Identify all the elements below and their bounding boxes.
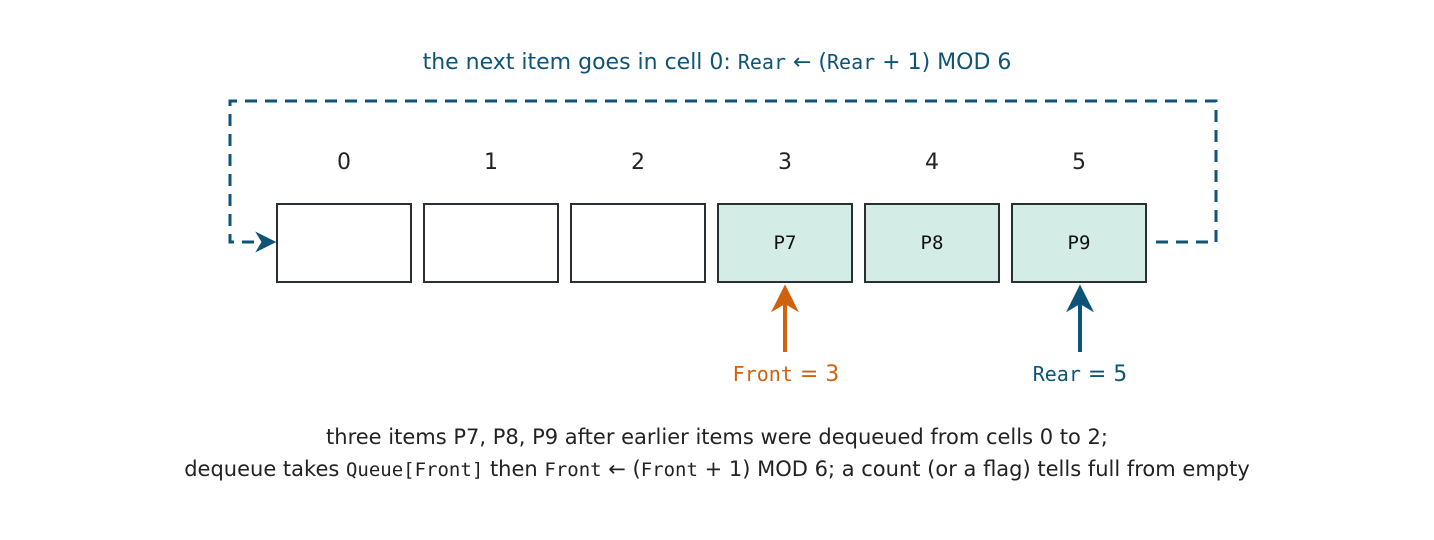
caption-text: then [483,457,545,481]
wrap-caption-text: the next item goes in cell 0: [422,50,738,75]
cell-index: 3 [778,150,792,175]
rear-pointer-value: = 5 [1080,362,1128,387]
wrap-caption-rear-var: Rear [737,50,786,74]
queue-cell: P9 [1011,203,1147,283]
queue-cell: P7 [717,203,853,283]
wrap-caption: the next item goes in cell 0: Rear ← (Re… [0,50,1434,75]
cell-index: 1 [484,150,498,175]
queue-cell [276,203,412,283]
queue-cell [423,203,559,283]
cell-index: 2 [631,150,645,175]
cell-index: 5 [1072,150,1086,175]
caption-code: Front [544,459,602,481]
caption-code: Queue[Front] [345,459,484,481]
caption-line-2: dequeue takes Queue[Front] then Front ← … [0,457,1434,481]
cell-index: 4 [925,150,939,175]
caption-text: dequeue takes [184,457,346,481]
rear-pointer-label: Rear = 5 [980,362,1180,387]
wrap-around-arrow [228,99,1218,253]
queue-cell [570,203,706,283]
caption-line-1: three items P7, P8, P9 after earlier ite… [326,425,1108,449]
caption-text: + 1) MOD 6; a count (or a flag) tells fu… [697,457,1250,481]
caption-text: ← ( [601,457,641,481]
wrap-caption-arrow: ← ( [786,50,828,75]
rear-pointer-name: Rear [1032,362,1081,386]
wrap-caption-rear-var: Rear [827,50,876,74]
queue-cell: P8 [864,203,1000,283]
cell-index: 0 [337,150,351,175]
front-pointer-value: = 3 [792,362,840,387]
front-pointer-name: Front [732,362,793,386]
wrap-caption-mod: + 1) MOD 6 [875,50,1012,75]
front-pointer-label: Front = 3 [686,362,886,387]
caption-code: Front [640,459,698,481]
